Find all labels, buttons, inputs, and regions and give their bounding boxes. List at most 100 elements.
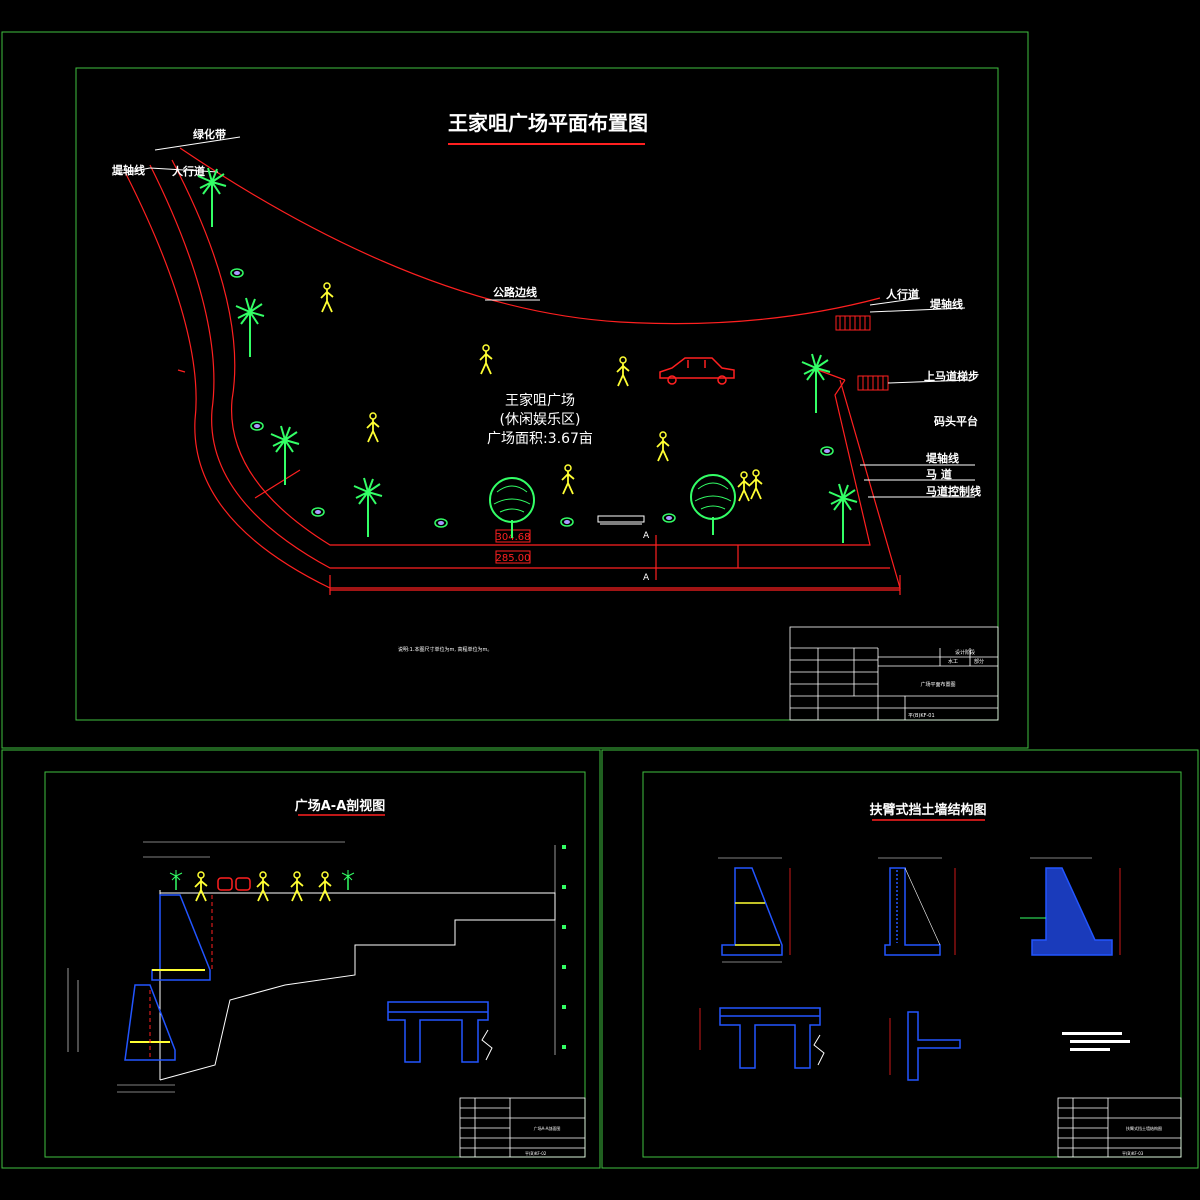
sheet2-inner-frame bbox=[44, 771, 586, 1158]
small-tree-icon bbox=[341, 869, 355, 891]
palm-tree-icon bbox=[270, 425, 300, 486]
label-wharf: 码头平台 bbox=[934, 414, 978, 428]
sheet1-drawing-name: 广场平面布置图 bbox=[920, 681, 955, 688]
joint-detail bbox=[907, 1011, 961, 1081]
shrub-icon bbox=[230, 268, 244, 278]
car-icon bbox=[659, 357, 735, 385]
palm-tree-icon bbox=[197, 167, 227, 228]
palm-tree-icon bbox=[828, 483, 858, 544]
person-icon bbox=[737, 471, 751, 502]
label-dike-axis-left: 堤轴线 bbox=[112, 163, 145, 177]
person-icon bbox=[616, 356, 630, 387]
outer-dike-line bbox=[124, 171, 901, 589]
sheet3-wall-structure: 扶臂式挡土墙结构图 bbox=[601, 749, 1199, 1169]
dim-tick-curve bbox=[177, 369, 186, 373]
sheet1-inner-frame bbox=[75, 67, 999, 721]
sheet3-notes bbox=[1062, 1032, 1130, 1051]
terrain-profile bbox=[159, 890, 556, 1081]
beam-detail bbox=[387, 1001, 489, 1063]
person-icon bbox=[561, 464, 575, 495]
leader-lines bbox=[111, 136, 975, 498]
wall-elevation-1 bbox=[721, 867, 783, 956]
label-horse-ctrl: 马道控制线 bbox=[926, 484, 981, 498]
shrub-icon bbox=[250, 421, 264, 431]
sheet1-note: 说明:1.本图尺寸单位为m, 高程单位为m。 bbox=[398, 646, 492, 653]
break-line-2 bbox=[813, 1034, 825, 1066]
round-tree-icon bbox=[489, 477, 535, 539]
sheet3-outer-frame bbox=[601, 749, 1199, 1169]
shrub-icon bbox=[820, 446, 834, 456]
road-edge-line bbox=[179, 147, 881, 325]
person-icon bbox=[656, 431, 670, 462]
sheet1-discipline: 水工 bbox=[948, 658, 958, 665]
sheet3-inner-frame bbox=[642, 771, 1182, 1158]
site-boundary-lines bbox=[124, 147, 901, 595]
steps-connector bbox=[817, 369, 846, 381]
palm-tree-icon bbox=[235, 297, 265, 358]
label-horse-road: 马 道 bbox=[926, 467, 952, 481]
sheet2-section-view: 广场A-A剖视图 bbox=[1, 749, 601, 1169]
plaza-subtitle: (休闲娱乐区) bbox=[500, 412, 581, 428]
sheet1-part: 部分 bbox=[974, 658, 984, 665]
label-dike-axis-right: 堤轴线 bbox=[930, 297, 963, 311]
sheet2-title-block bbox=[459, 1097, 586, 1158]
sheet1-drawing-no: 平(B)KF-01 bbox=[908, 713, 935, 719]
label-dike-axis-r2: 堤轴线 bbox=[926, 451, 959, 465]
dim-line-curve bbox=[254, 469, 301, 499]
sheet1-title: 王家咀广场平面布置图 bbox=[448, 111, 648, 135]
person-icon bbox=[749, 469, 763, 500]
sheet2-drawing-name: 广场A-A剖面图 bbox=[534, 1125, 561, 1131]
plaza-name: 王家咀广场 bbox=[505, 392, 575, 409]
label-steps: 上马道梯步 bbox=[924, 369, 979, 383]
section-a-top: A bbox=[643, 531, 650, 541]
label-sidewalk-right: 人行道 bbox=[886, 287, 919, 301]
shrub-icon bbox=[311, 507, 325, 517]
sheet1-title-block bbox=[789, 626, 999, 721]
sheet3-title-block bbox=[1057, 1097, 1182, 1158]
shrub-icon bbox=[560, 517, 574, 527]
sheet3-drawing-no: 平(B)KF-03 bbox=[1122, 1151, 1144, 1156]
sheet1-outer-frame bbox=[1, 31, 1029, 749]
sheet2-drawing-no: 平(B)KF-02 bbox=[525, 1151, 547, 1156]
palm-tree-icon bbox=[353, 477, 383, 538]
person-icon bbox=[318, 871, 332, 902]
small-tree-icon bbox=[169, 869, 183, 891]
steps-hatch-bottom bbox=[857, 375, 889, 391]
inner-dike-line bbox=[149, 164, 890, 569]
car-icon bbox=[217, 877, 251, 891]
shrub-icon bbox=[434, 518, 448, 528]
person-icon bbox=[194, 871, 208, 902]
sheet1-stage: 设计阶段 bbox=[955, 649, 975, 656]
wall2-slope bbox=[904, 867, 941, 946]
person-icon bbox=[366, 412, 380, 443]
label-road-edge: 公路边线 bbox=[493, 285, 537, 299]
elevation-box-2 bbox=[495, 550, 531, 564]
sheet2-outer-frame bbox=[1, 749, 601, 1169]
bench-icon bbox=[597, 515, 645, 525]
plaza-edge-line bbox=[171, 159, 871, 546]
sheet3-title: 扶臂式挡土墙结构图 bbox=[869, 802, 986, 818]
plaza-area: 广场面积:3.67亩 bbox=[487, 430, 593, 447]
sheet1-plan-layout: 王家咀广场平面布置图 bbox=[1, 31, 1029, 749]
round-tree-icon bbox=[690, 474, 736, 536]
person-icon bbox=[479, 344, 493, 375]
wall-rebar-2 bbox=[884, 867, 941, 956]
shrub-icon bbox=[662, 513, 676, 523]
dimension-lines bbox=[67, 841, 556, 1093]
label-green-belt: 绿化带 bbox=[193, 127, 226, 141]
elevation-2: 285.00 bbox=[496, 553, 531, 564]
person-icon bbox=[290, 871, 304, 902]
section-a-bottom: A bbox=[643, 573, 650, 583]
label-sidewalk-left: 人行道 bbox=[172, 164, 205, 178]
break-line bbox=[481, 1029, 493, 1061]
wall-mesh-3 bbox=[1031, 867, 1113, 956]
steps-hatch-top bbox=[835, 315, 871, 331]
person-icon bbox=[256, 871, 270, 902]
retaining-wall-section bbox=[124, 894, 211, 1061]
palm-tree-icon bbox=[801, 353, 831, 414]
elevation-markers bbox=[562, 845, 566, 1049]
sheet2-title: 广场A-A剖视图 bbox=[295, 798, 386, 814]
sheet3-drawing-name: 扶臂式挡土墙结构图 bbox=[1126, 1125, 1162, 1131]
person-icon bbox=[320, 282, 334, 313]
